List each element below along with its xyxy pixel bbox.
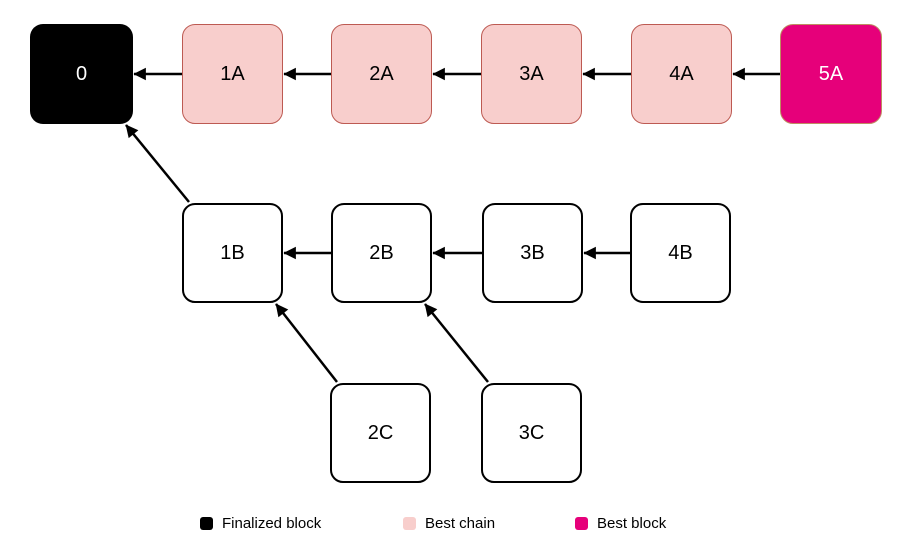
block-1b: 1B [182, 203, 283, 303]
block-3c: 3C [481, 383, 582, 483]
legend-item-finalized-block: Finalized block [200, 509, 321, 537]
legend-item-best-block: Best block [575, 509, 666, 537]
legend-label: Best block [597, 514, 667, 532]
block-4b: 4B [630, 203, 731, 303]
finalized-block-swatch [200, 516, 213, 530]
block-2b: 2B [331, 203, 432, 303]
legend-label: Best chain [425, 514, 496, 532]
block-1a: 1A [182, 24, 283, 124]
legend-label: Finalized block [222, 514, 322, 532]
block-0: 0 [30, 24, 133, 124]
block-2a: 2A [331, 24, 432, 124]
edge-arrow-3c-to-2b [424, 303, 489, 383]
block-5a: 5A [780, 24, 882, 124]
best-block-swatch [575, 516, 588, 530]
best-chain-swatch [403, 516, 416, 530]
block-3a: 3A [481, 24, 582, 124]
block-4a: 4A [631, 24, 732, 124]
legend-item-best-chain: Best chain [403, 509, 495, 537]
edge-arrow-1b-to-0 [125, 124, 190, 203]
block-3b: 3B [482, 203, 583, 303]
edge-arrow-2c-to-1b [275, 303, 338, 383]
block-2c: 2C [330, 383, 431, 483]
